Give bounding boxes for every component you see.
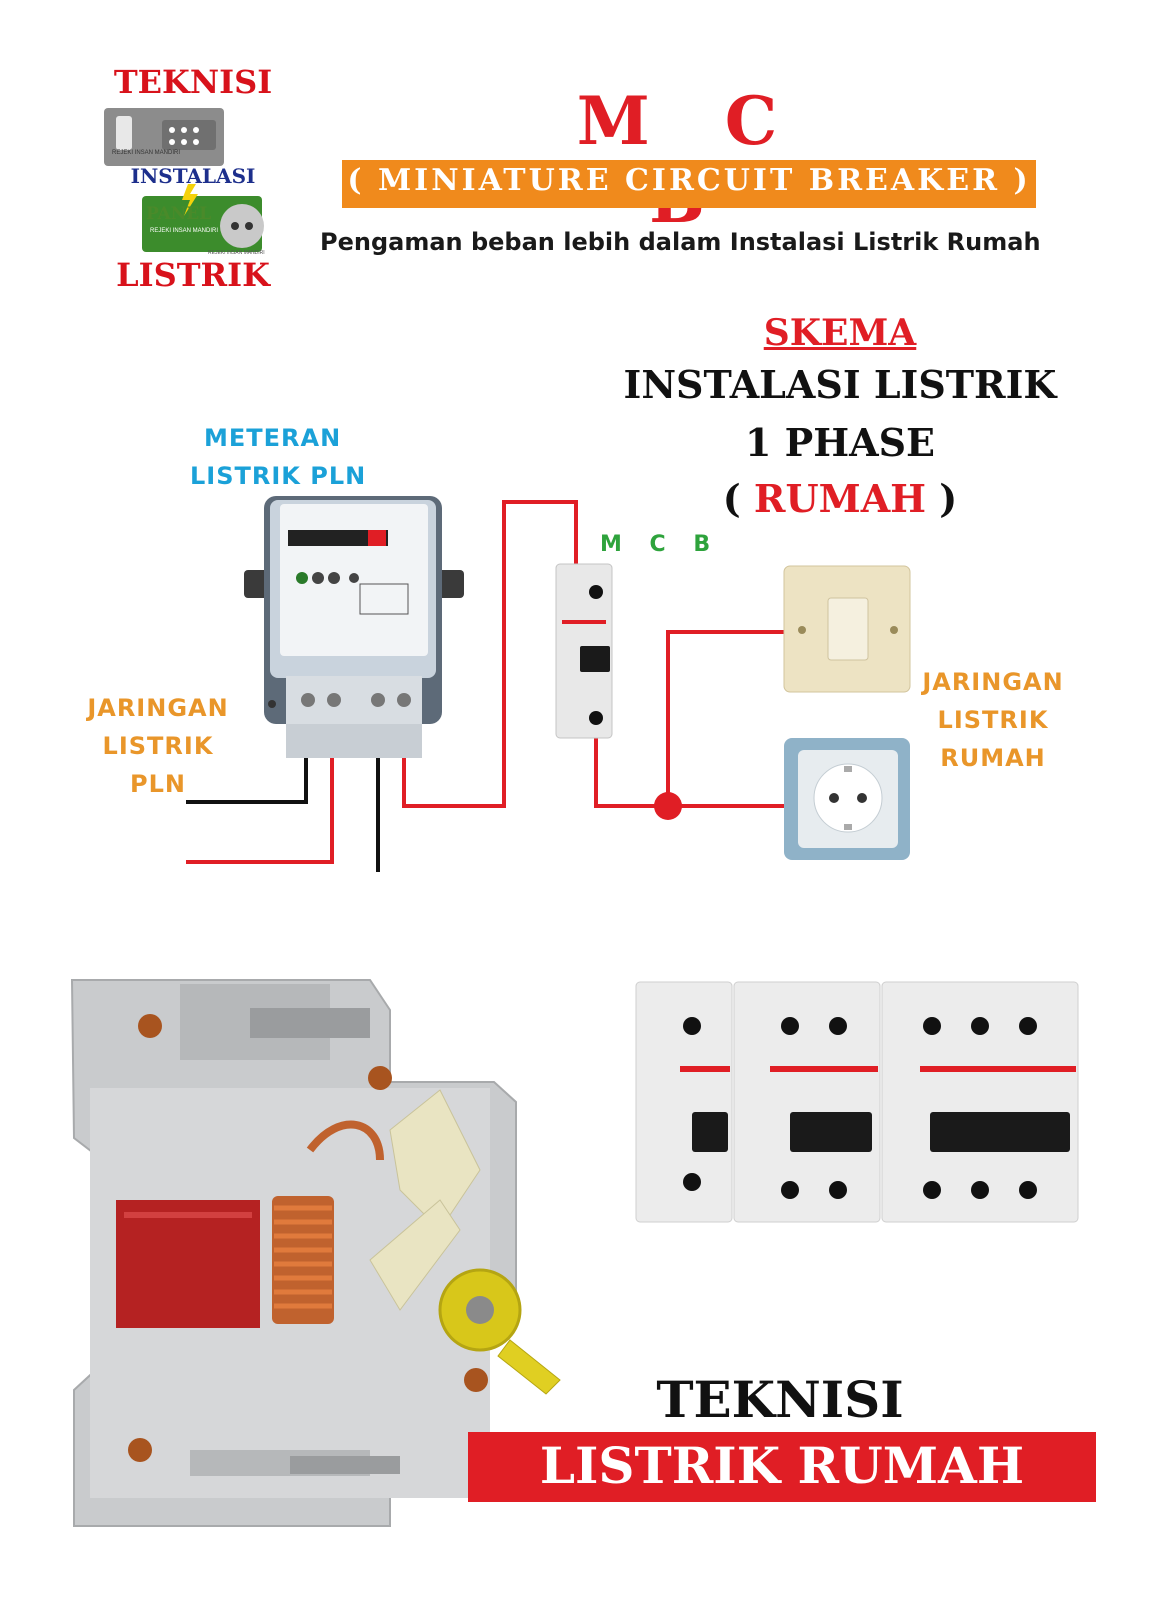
- mcb-to-socket-wire: [594, 738, 786, 808]
- meter-label-line-2: LISTRIK PLN: [190, 462, 367, 490]
- mcb-device: [555, 563, 613, 739]
- logo-listrik: LISTRIK: [116, 256, 270, 294]
- logo-teknisi: TEKNISI: [113, 63, 273, 101]
- page-subtitle: ( MINIATURE CIRCUIT BREAKER ): [347, 163, 1031, 198]
- tagline: Pengaman beban lebih dalam Instalasi Lis…: [320, 228, 1041, 256]
- wall-socket: [784, 738, 910, 860]
- schema-heading: SKEMA: [763, 312, 917, 354]
- logo: TEKNISI REJEKI INSAN MANDIRI INSTALASI P…: [98, 62, 288, 298]
- junction-node: [654, 792, 682, 820]
- meter-to-mcb-wire: [402, 500, 578, 808]
- logo-graphic: [104, 108, 264, 252]
- mcb-label: M C B: [600, 532, 721, 557]
- energy-meter: [244, 496, 464, 758]
- pln-label-line-2: LISTRIK: [102, 732, 214, 760]
- mcb-2-pole: [733, 981, 881, 1223]
- wiring-diagram: [186, 496, 911, 872]
- footer-bar: [468, 1432, 1096, 1502]
- mcb-product-group: [635, 981, 1079, 1223]
- logo-instalasi: INSTALASI: [130, 164, 256, 188]
- mcb-cutaway: [70, 979, 561, 1527]
- subtitle-bar: [342, 160, 1036, 208]
- schema-line-2: 1 PHASE: [744, 420, 936, 465]
- logo-tag-3: REJEKI INSAN MANDIRI: [208, 250, 265, 256]
- pln-label-line-3: PLN: [130, 770, 186, 798]
- schema-line-3: ( RUMAH ): [570, 476, 1110, 521]
- schema-word-rumah: RUMAH: [753, 476, 927, 521]
- wall-switch: [783, 565, 911, 693]
- pln-label-line-1: JARINGAN: [87, 694, 229, 722]
- home-label-line-2: LISTRIK: [937, 706, 1049, 734]
- home-label-line-3: RUMAH: [940, 744, 1046, 772]
- logo-panel: PANEL: [146, 204, 212, 224]
- pln-phase-in-wire: [186, 710, 334, 864]
- logo-tag-1: REJEKI INSAN MANDIRI: [112, 150, 181, 156]
- schema-paren-open: (: [722, 476, 754, 521]
- meter-label-line-1: METERAN: [204, 424, 342, 452]
- mcb-3-pole: [881, 981, 1079, 1223]
- schema-line-1: INSTALASI LISTRIK: [623, 362, 1057, 407]
- footer-subtitle: LISTRIK RUMAH: [539, 1436, 1025, 1495]
- mcb-1-pole: [635, 981, 733, 1223]
- switch-branch-wire: [666, 630, 796, 806]
- logo-tag-2: REJEKI INSAN MANDIRI: [150, 228, 219, 234]
- footer-title: TEKNISI: [656, 1370, 904, 1429]
- schema-paren-close: ): [926, 476, 958, 521]
- home-label-line-1: JARINGAN: [922, 668, 1064, 696]
